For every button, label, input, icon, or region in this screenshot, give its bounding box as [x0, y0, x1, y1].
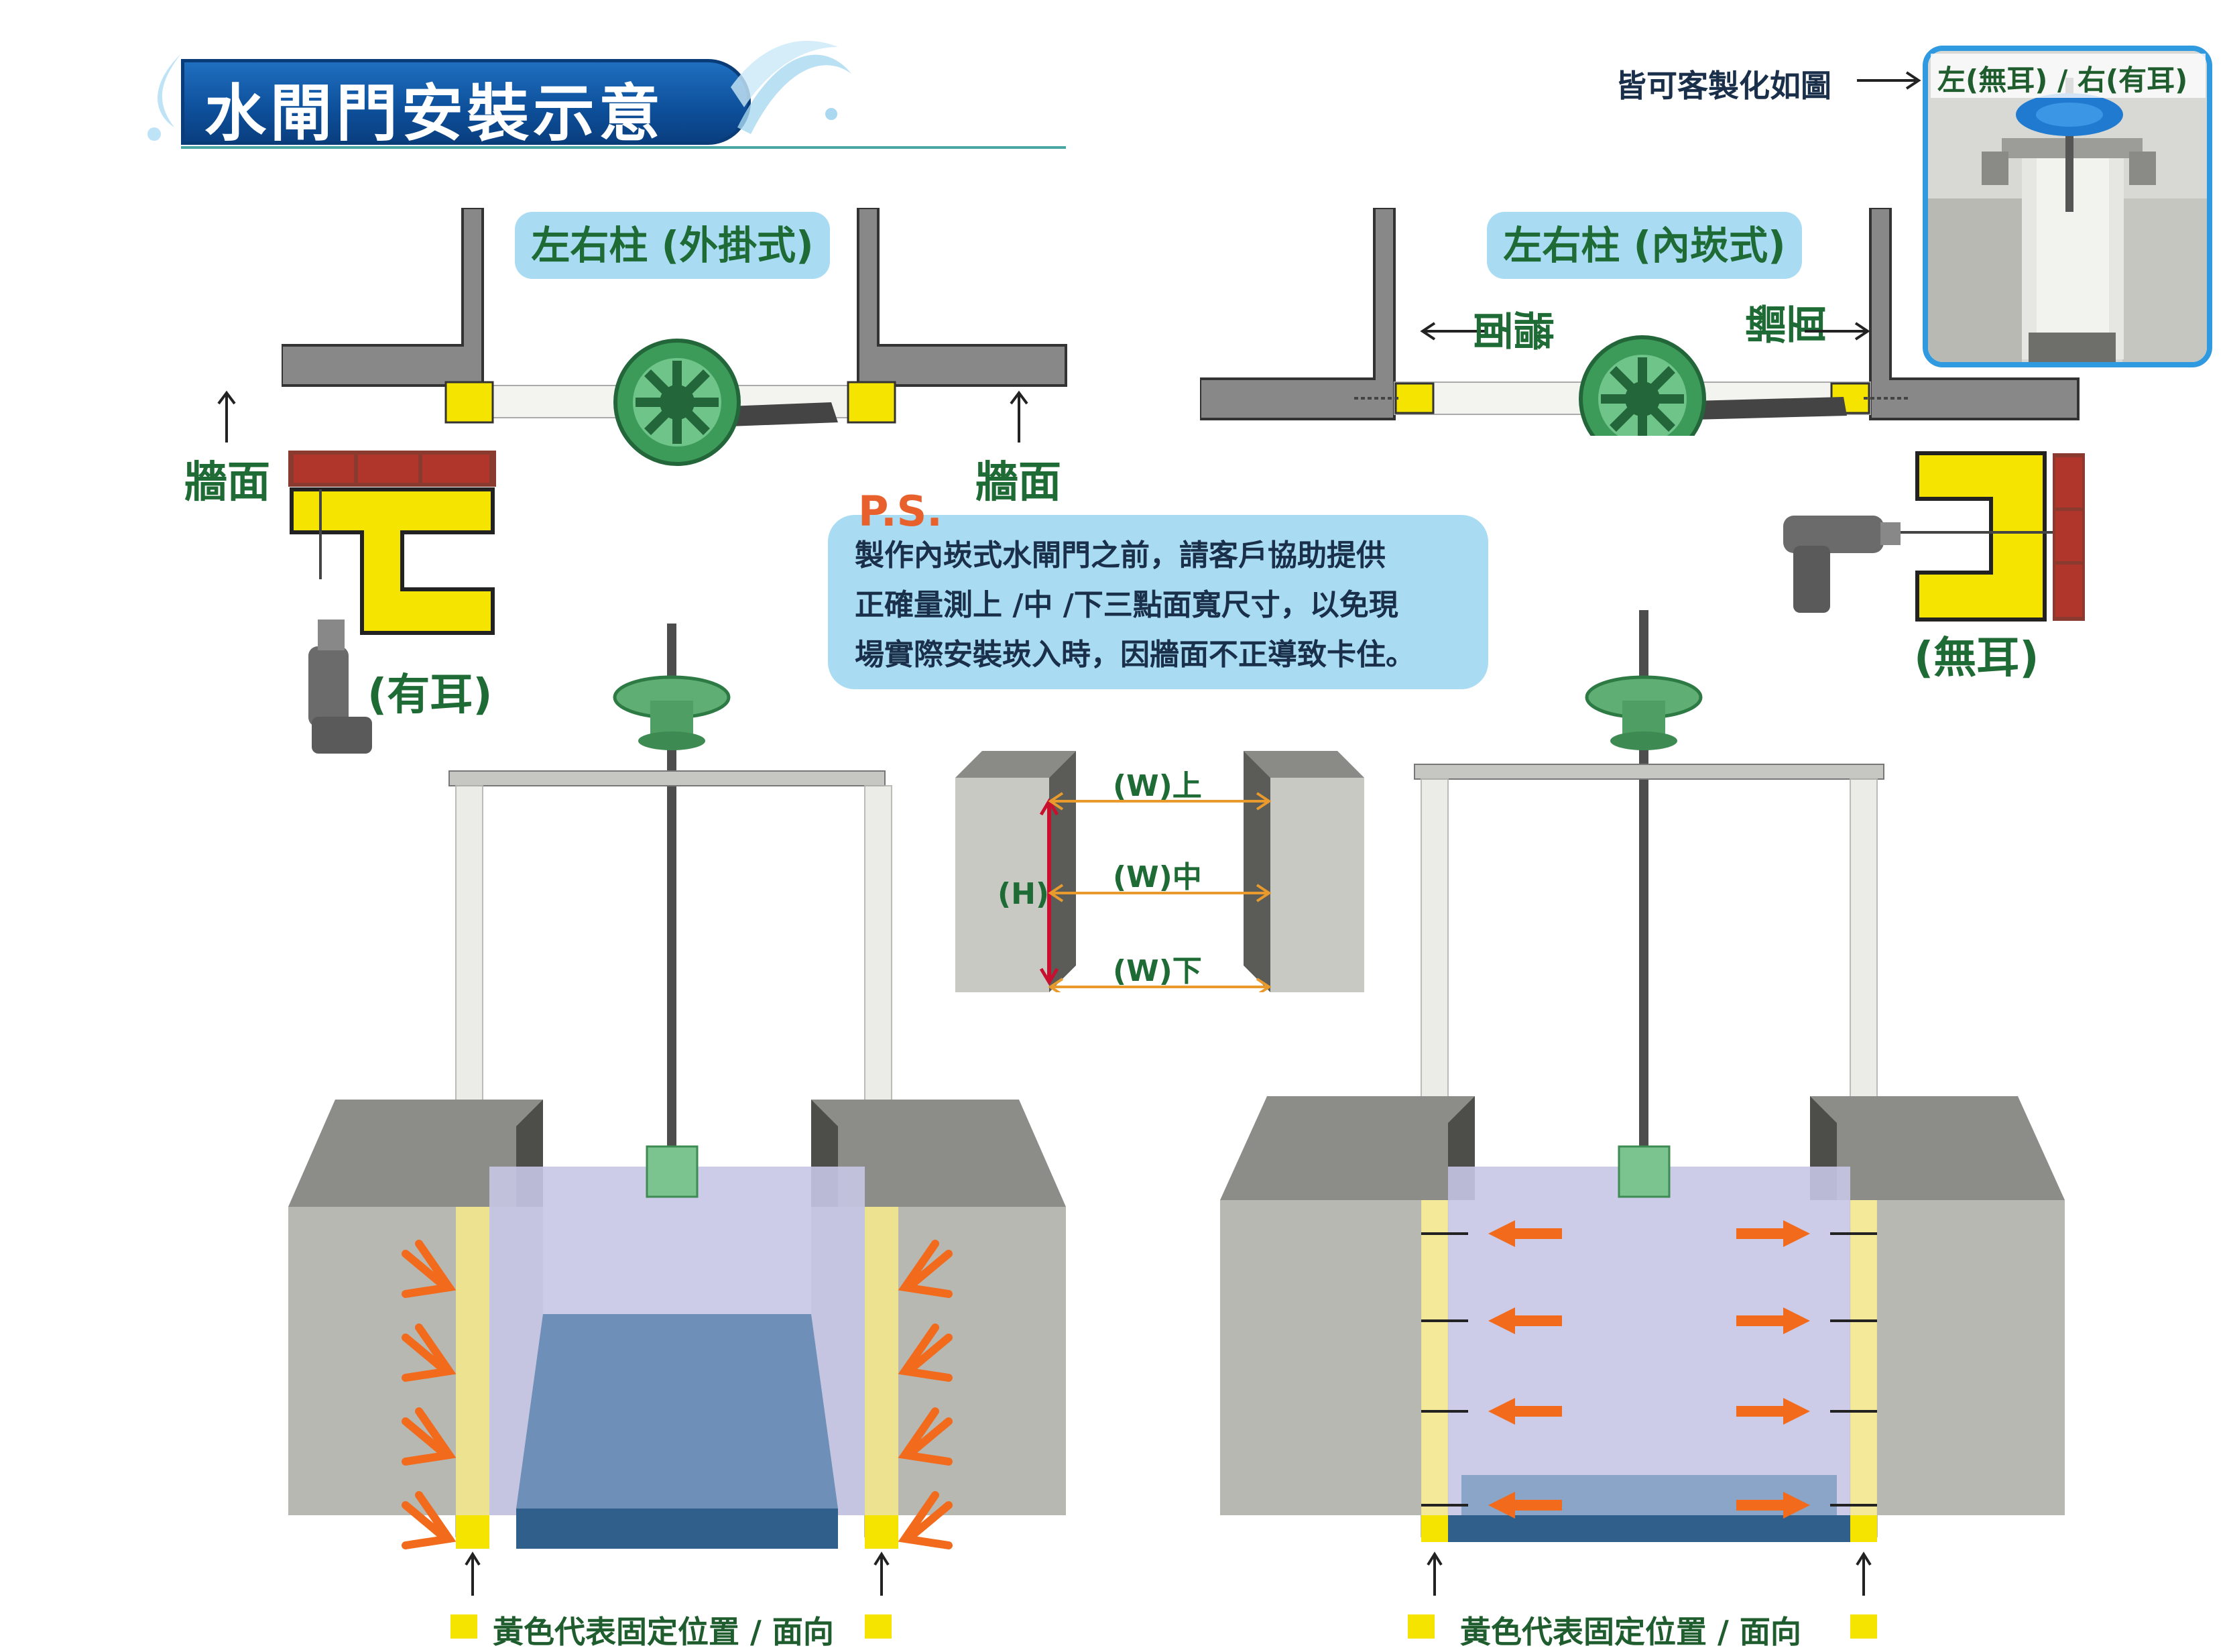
ps-title: P.S. — [858, 487, 943, 536]
measure-w-bot: (W)下 — [1113, 954, 1202, 988]
right-gate-3d-diagram — [1220, 603, 2065, 1612]
legend-right-yellow-square — [1408, 1614, 1435, 1639]
measure-w-mid: (W)中 — [1113, 860, 1202, 894]
page-title: 水閘門安裝示意 — [204, 78, 665, 150]
left-plan-label: 左右柱 (外掛式) — [515, 212, 830, 279]
ps-line-2: 正確量測上 /中 /下三點面寬尺寸，以免現 — [855, 588, 1398, 622]
right-plan-diagram — [1199, 206, 2085, 463]
right-plan-wall-left: 牆面 — [1473, 303, 1555, 351]
no-ear-profile-diagram — [1777, 445, 2092, 642]
left-plan-wall-left: 牆面 — [184, 458, 270, 508]
legend-right-text: 黃色代表固定位置 / 面向 — [1460, 1614, 1801, 1650]
custom-photo-label-text: 左(無耳) / 右(有耳) — [1937, 64, 2188, 97]
measure-w-top: (W)上 — [1113, 769, 1202, 803]
left-plan-diagram — [280, 206, 1073, 479]
custom-photo — [1923, 46, 2212, 367]
ps-line-3: 場實際安裝崁入時，因牆面不正導致卡住。 — [855, 638, 1415, 672]
measurement-diagram — [955, 751, 1364, 996]
legend-right-yellow-square-right — [1850, 1614, 1877, 1639]
title-underline — [181, 146, 1066, 149]
custom-note-arrow-icon — [1857, 67, 1924, 97]
up-arrow-icon — [1006, 390, 1032, 447]
title-splash-right-icon — [724, 27, 858, 148]
title-banner — [181, 59, 751, 145]
legend-left-yellow-square — [450, 1614, 477, 1639]
left-plan-wall-right: 牆面 — [975, 458, 1061, 508]
left-arrow-icon — [1420, 318, 1487, 347]
legend-left-text: 黃色代表固定位置 / 面向 — [493, 1614, 834, 1650]
left-ear-label: (有耳) — [367, 670, 493, 720]
right-plan-label: 左右柱 (內崁式) — [1487, 212, 1802, 279]
ps-note-box — [828, 515, 1488, 689]
legend-left-yellow-square-right — [865, 1614, 892, 1639]
right-arrow-icon — [1803, 318, 1870, 347]
custom-photo-label — [1931, 54, 2206, 98]
measure-h: (H) — [998, 877, 1050, 911]
ps-line-1: 製作內崁式水閘門之前，請客戶協助提供 — [855, 538, 1386, 573]
left-gate-3d-diagram — [288, 617, 1066, 1612]
up-arrow-icon — [213, 390, 240, 447]
right-ear-label: (無耳) — [1914, 634, 2039, 683]
ear-profile-diagram — [282, 445, 503, 770]
custom-note: 皆可客製化如圖 — [1616, 68, 1831, 104]
